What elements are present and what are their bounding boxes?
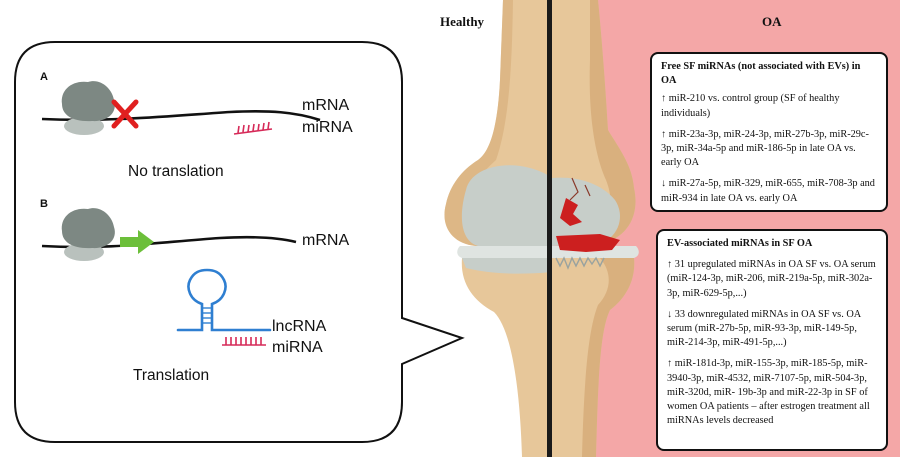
femur-shading-left [444,0,513,246]
speech-bubble [14,41,465,443]
mirna-strand-b [222,337,266,346]
free-mirna-item: ↑ miR-23a-3p, miR-24-3p, miR-27b-3p, miR… [661,128,869,169]
panel-b-caption: Translation [133,367,210,384]
femur-shading [585,0,636,244]
panel-a-tag: A [40,71,48,83]
mirna-strand-a [233,121,273,135]
ev-mirna-item: ↓ 33 downregulated miRNAs in OA SF vs. O… [667,308,861,349]
ev-mirna-box: EV-associated miRNAs in SF OA ↑ 31 upreg… [656,229,888,451]
header-oa: OA [762,14,782,29]
oa-crack [569,177,591,201]
ribosome-large-subunit-b [61,208,115,249]
panel-a-mirna-label: miRNA [302,119,353,136]
free-mirna-item: ↓ miR-27a-5p, miR-329, miR-655, miR-708-… [661,178,875,204]
green-arrow-icon [120,230,154,254]
panel-b-lncrna-label: lncRNA [272,318,327,335]
tibia-cartilage [462,258,552,274]
oa-lesion-lower [556,234,620,252]
center-divider [547,0,552,457]
femur-cartilage-oa [552,177,620,246]
free-mirna-box-title: Free SF miRNAs (not associated with EVs)… [661,61,861,87]
free-mirna-item: ↑ miR-210 vs. control group (SF of healt… [661,93,840,119]
lncrna-stem-pairs [202,307,212,324]
header-healthy: Healthy [440,14,485,29]
panel-b-mirna-label: miRNA [272,339,323,356]
ev-mirna-box-title: EV-associated miRNAs in SF OA [667,238,813,249]
free-mirna-box: Free SF miRNAs (not associated with EVs)… [650,52,888,212]
oa-fray [555,256,605,270]
red-x-icon [111,99,139,129]
ev-mirna-item: ↑ 31 upregulated miRNAs in OA SF vs. OA … [667,259,876,299]
ribosome-large-subunit-a [61,81,115,122]
ev-mirna-item: ↑ miR-181d-3p, miR-155-3p, miR-185-5p, m… [667,358,870,427]
femur-cartilage [461,165,552,246]
panel-b-mrna-label: mRNA [302,232,350,249]
tibia-shading [582,258,635,457]
panel-a-caption: No translation [128,163,224,180]
oa-lesion-upper [560,198,582,226]
panel-b-tag: B [40,198,48,210]
ribosome-small-subunit-a [64,117,104,135]
lncrna-hairpin [176,268,272,332]
panel-a-mrna-label: mRNA [302,97,350,114]
